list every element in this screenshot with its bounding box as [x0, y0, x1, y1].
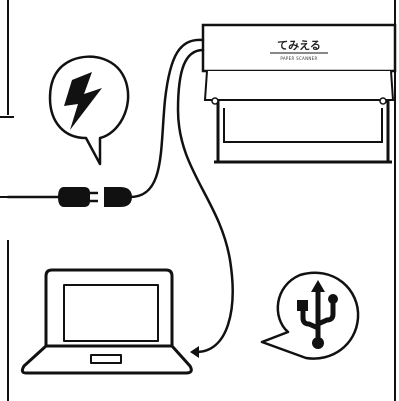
usb-circle-end: [328, 294, 338, 304]
scanner-inner-frame: [224, 108, 382, 142]
scanner-tagline: PAPER SCANNER: [280, 56, 317, 61]
scanner-device: てみえる PAPER SCANNER: [203, 25, 395, 162]
power-speech-bubble: [50, 57, 128, 164]
usb-connector: [190, 346, 199, 358]
screw-icon: [380, 98, 386, 104]
usb-base-dot: [312, 337, 324, 349]
screw-icon: [212, 98, 218, 104]
usb-speech-bubble: [262, 273, 358, 359]
scanner-head-lower: [205, 71, 393, 100]
laptop-screen: [64, 285, 158, 341]
power-plug-icon: [58, 187, 132, 207]
usb-square-end: [297, 300, 308, 311]
device-power-cable: [130, 40, 203, 197]
scanner-brand-label: てみえる: [277, 39, 321, 52]
laptop-icon: [22, 270, 191, 373]
laptop-trackpad: [91, 355, 121, 363]
